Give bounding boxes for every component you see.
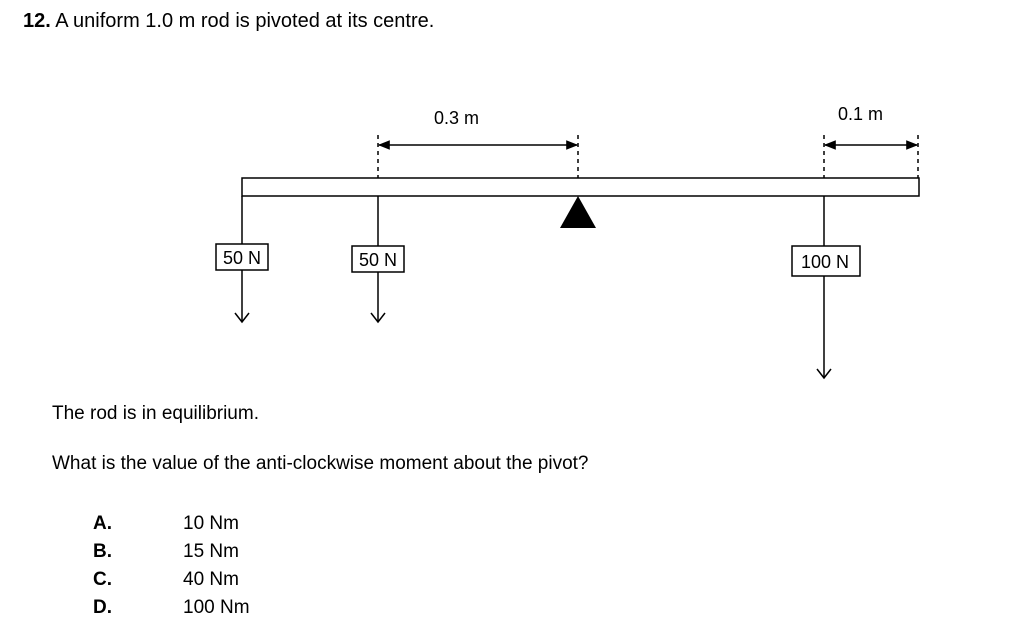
option-c[interactable]: C. 40 Nm	[93, 566, 250, 594]
pivot-triangle	[560, 196, 596, 228]
rod-diagram: 0.3 m 0.1 m 50 N 50 N 100 N	[215, 104, 920, 380]
option-a[interactable]: A. 10 Nm	[93, 510, 250, 538]
option-letter: A.	[93, 513, 112, 534]
force-label-box	[351, 245, 405, 273]
force-label: 50 N	[359, 250, 397, 270]
option-b[interactable]: B. 15 Nm	[93, 538, 250, 566]
option-letter: D.	[93, 597, 112, 618]
force-label-box	[791, 245, 861, 277]
option-letter: B.	[93, 541, 112, 562]
option-text: 100 Nm	[183, 597, 250, 618]
question-text: A uniform 1.0 m rod is pivoted at its ce…	[55, 10, 435, 32]
distance-label: 0.1 m	[838, 104, 883, 124]
rod	[241, 177, 920, 197]
option-letter: C.	[93, 569, 112, 590]
force-label: 100 N	[801, 252, 849, 272]
question-title: 12. A uniform 1.0 m rod is pivoted at it…	[23, 10, 434, 33]
option-text: 15 Nm	[183, 541, 239, 562]
force-arrowhead	[816, 368, 832, 380]
force-label-box	[215, 243, 269, 271]
question-prompt: What is the value of the anti-clockwise …	[52, 453, 589, 474]
distance-label: 0.3 m	[434, 108, 479, 128]
force-arrowhead	[234, 312, 250, 324]
option-text: 10 Nm	[183, 513, 239, 534]
force-label: 50 N	[223, 248, 261, 268]
option-d[interactable]: D. 100 Nm	[93, 594, 250, 622]
equilibrium-statement: The rod is in equilibrium.	[52, 403, 259, 424]
force-arrowhead	[370, 312, 386, 324]
option-text: 40 Nm	[183, 569, 239, 590]
question-number: 12.	[23, 10, 51, 32]
answer-options: A. 10 Nm B. 15 Nm C. 40 Nm D. 100 Nm	[93, 510, 250, 622]
